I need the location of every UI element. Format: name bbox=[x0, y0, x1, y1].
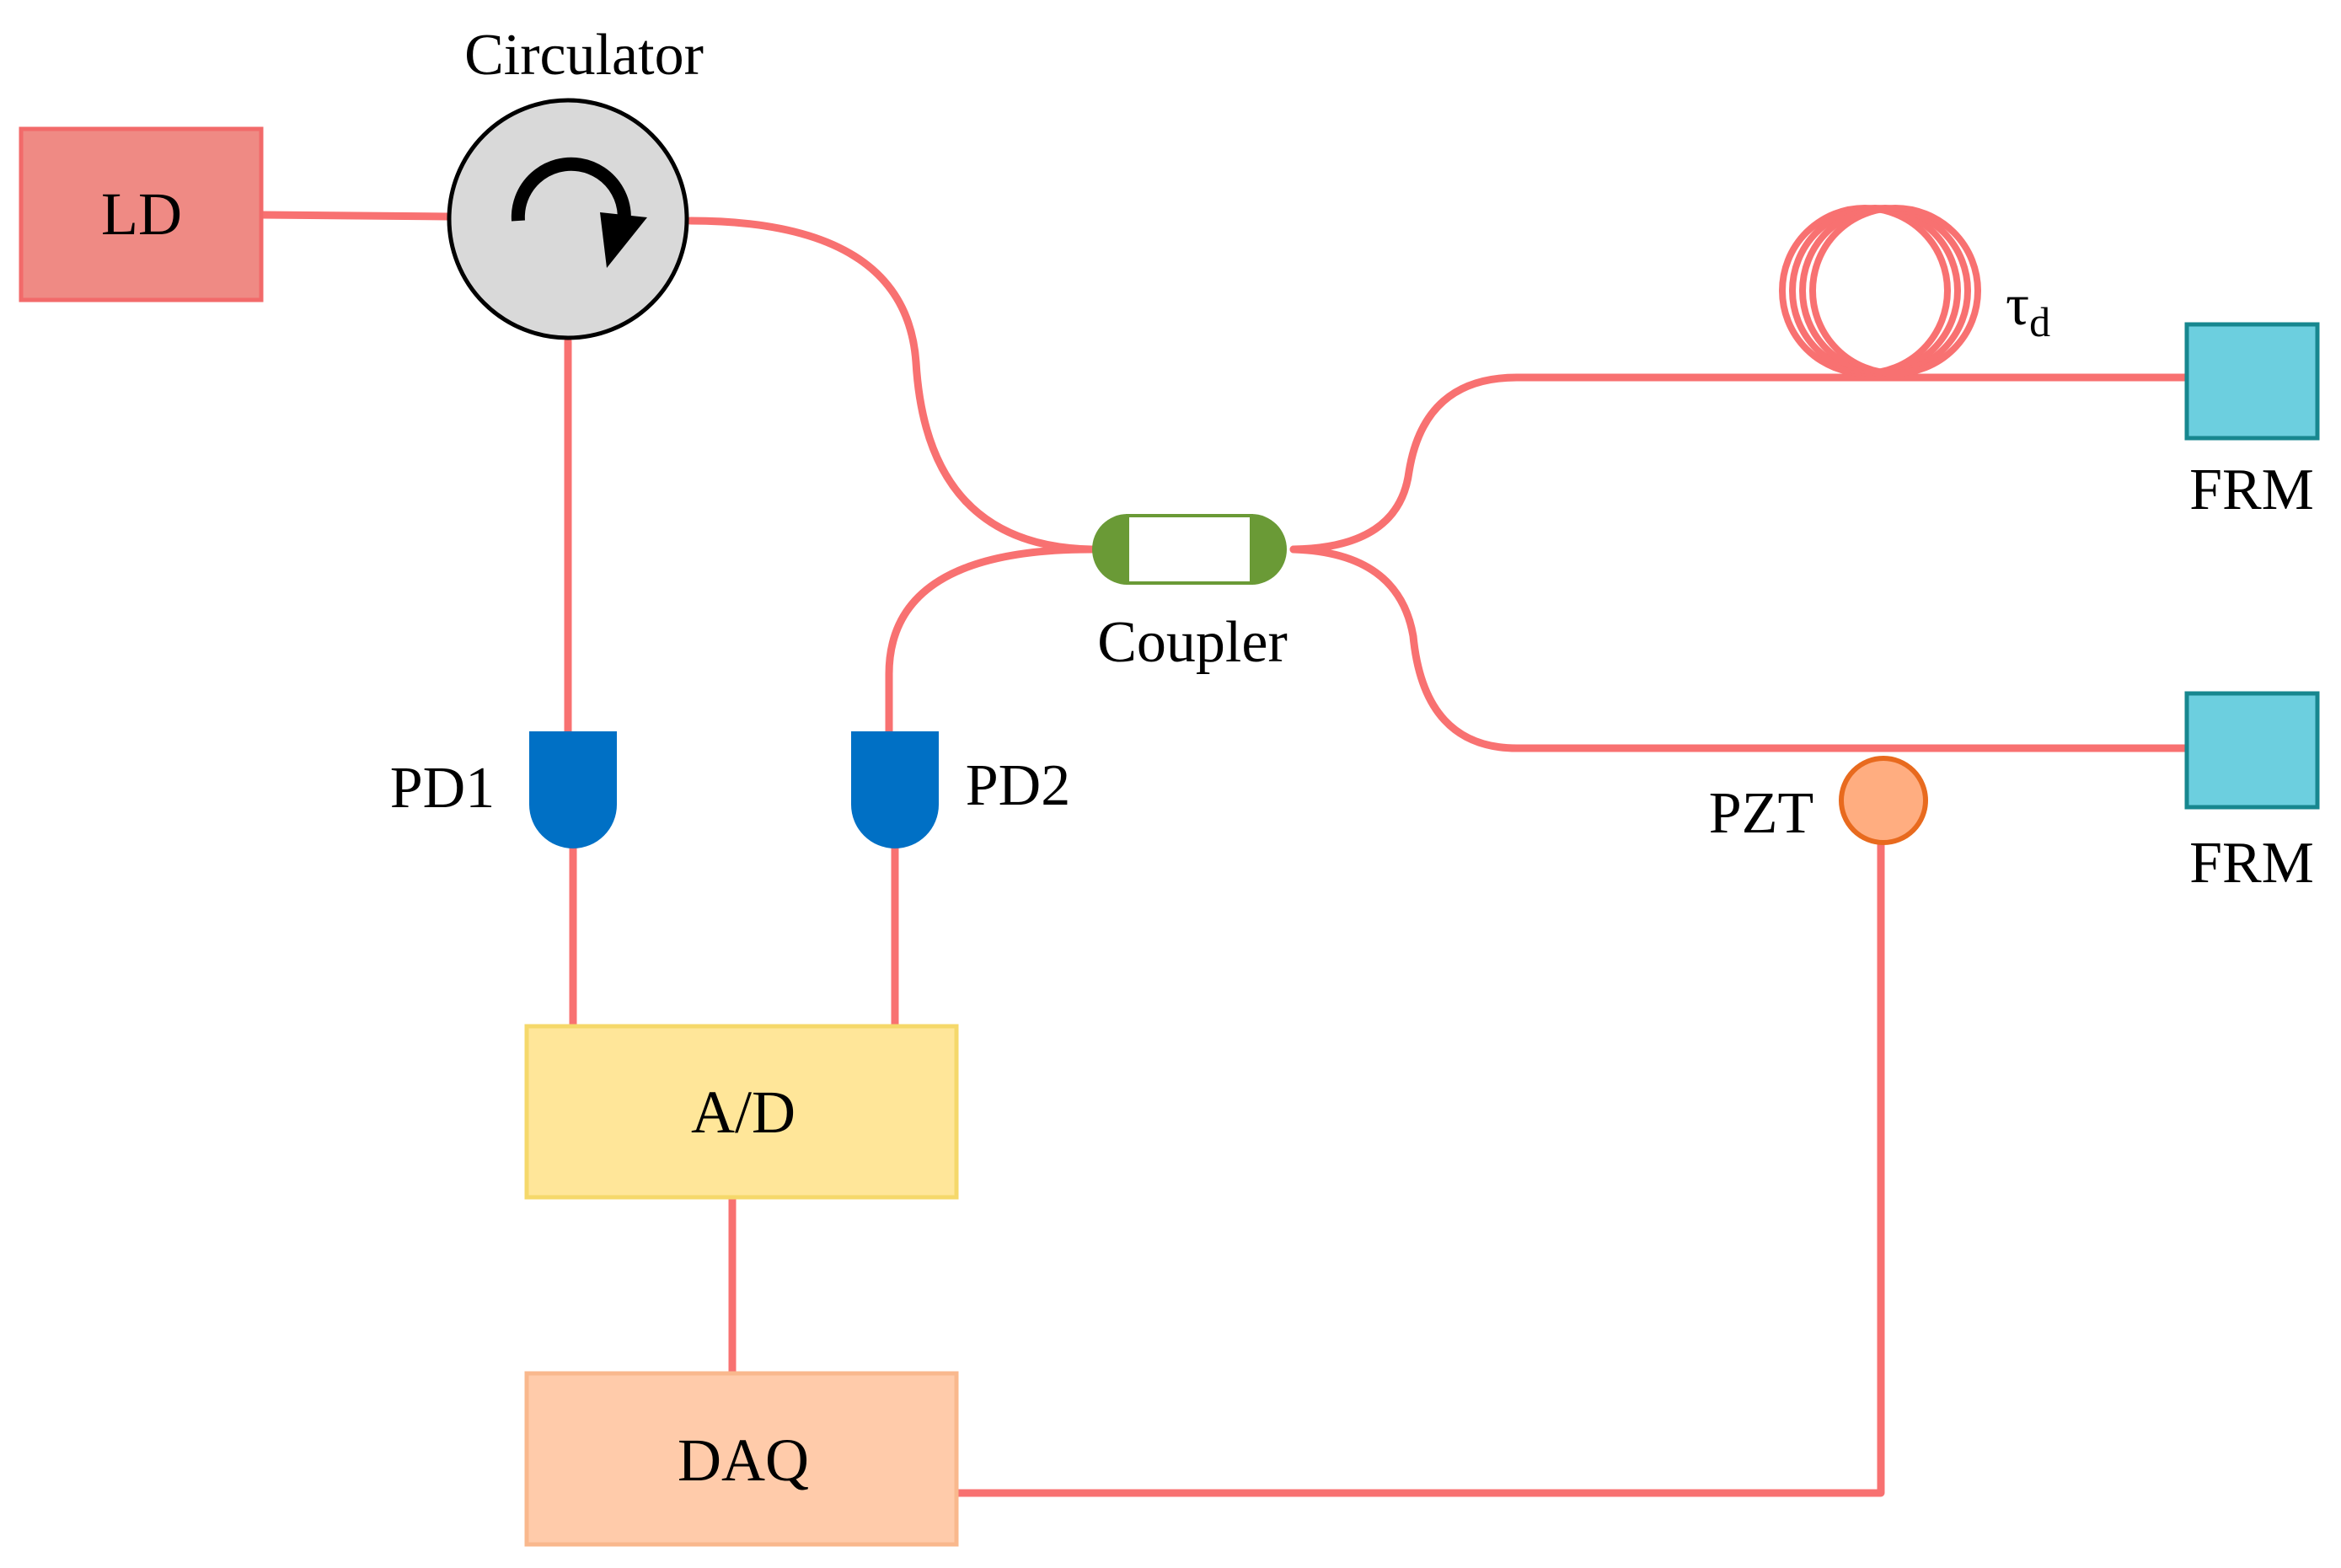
frm-top: FRM bbox=[2184, 322, 2320, 522]
fiber-coil-loop bbox=[1789, 205, 1961, 377]
circulator: Circulator bbox=[447, 23, 704, 340]
pd1-body bbox=[529, 731, 617, 848]
fiber-pd2-to-coupler bbox=[885, 545, 1096, 736]
ad-box bbox=[524, 1024, 959, 1200]
fiber-coil bbox=[1779, 205, 1981, 377]
fiber-coil-loop bbox=[1809, 205, 1981, 377]
fiber-coupler-to-upper-arm bbox=[1289, 373, 2195, 554]
delay-tau-label: τd bbox=[2006, 273, 2050, 345]
daq-block: DAQ bbox=[524, 1371, 959, 1547]
frm-bottom-label: FRM bbox=[2189, 831, 2314, 896]
fiber-circulator-to-coupler bbox=[686, 217, 1096, 554]
ld-box bbox=[19, 126, 264, 302]
fiber-coil-loop bbox=[1779, 205, 1951, 377]
frm-top-label: FRM bbox=[2189, 458, 2314, 522]
fiber-coupler-to-lower-arm bbox=[1289, 545, 2195, 752]
ad-block: A/D bbox=[524, 1024, 959, 1200]
ld-label: LD bbox=[101, 180, 182, 248]
daq-label: DAQ bbox=[678, 1426, 809, 1494]
pd2-body bbox=[851, 731, 939, 848]
pd1: PD1 bbox=[390, 731, 617, 848]
pd1-label: PD1 bbox=[390, 756, 495, 821]
coupler-right-cap bbox=[1251, 514, 1287, 585]
circulator-label: Circulator bbox=[464, 23, 704, 88]
pd2-label: PD2 bbox=[966, 753, 1070, 818]
circulator-body bbox=[447, 98, 689, 340]
fiber-ld-to-circulator bbox=[257, 211, 452, 221]
circulator-arrowhead-icon bbox=[600, 212, 647, 268]
coupler-left-cap bbox=[1092, 514, 1128, 585]
coupler-body bbox=[1126, 514, 1253, 585]
wire-daq-to-pzt bbox=[950, 841, 1885, 1497]
circulator-arrow-icon bbox=[511, 157, 631, 241]
pzt: PZT bbox=[1709, 756, 1928, 846]
pzt-label: PZT bbox=[1709, 781, 1813, 846]
fiber-lines bbox=[257, 211, 2195, 1497]
frm-bottom: FRM bbox=[2184, 691, 2320, 896]
pzt-body bbox=[1839, 756, 1928, 845]
tau-symbol: τ bbox=[2006, 273, 2029, 338]
coupler-label: Coupler bbox=[1097, 610, 1288, 675]
ld-block: LD bbox=[19, 126, 264, 302]
coupler: Coupler bbox=[1092, 514, 1288, 675]
tau-subscript: d bbox=[2029, 298, 2050, 345]
frm-bottom-box bbox=[2184, 691, 2320, 810]
pd2: PD2 bbox=[851, 731, 1070, 848]
daq-box bbox=[524, 1371, 959, 1547]
frm-top-box bbox=[2184, 322, 2320, 441]
fiber-coil-loop bbox=[1799, 205, 1971, 377]
ad-label: A/D bbox=[691, 1078, 796, 1146]
